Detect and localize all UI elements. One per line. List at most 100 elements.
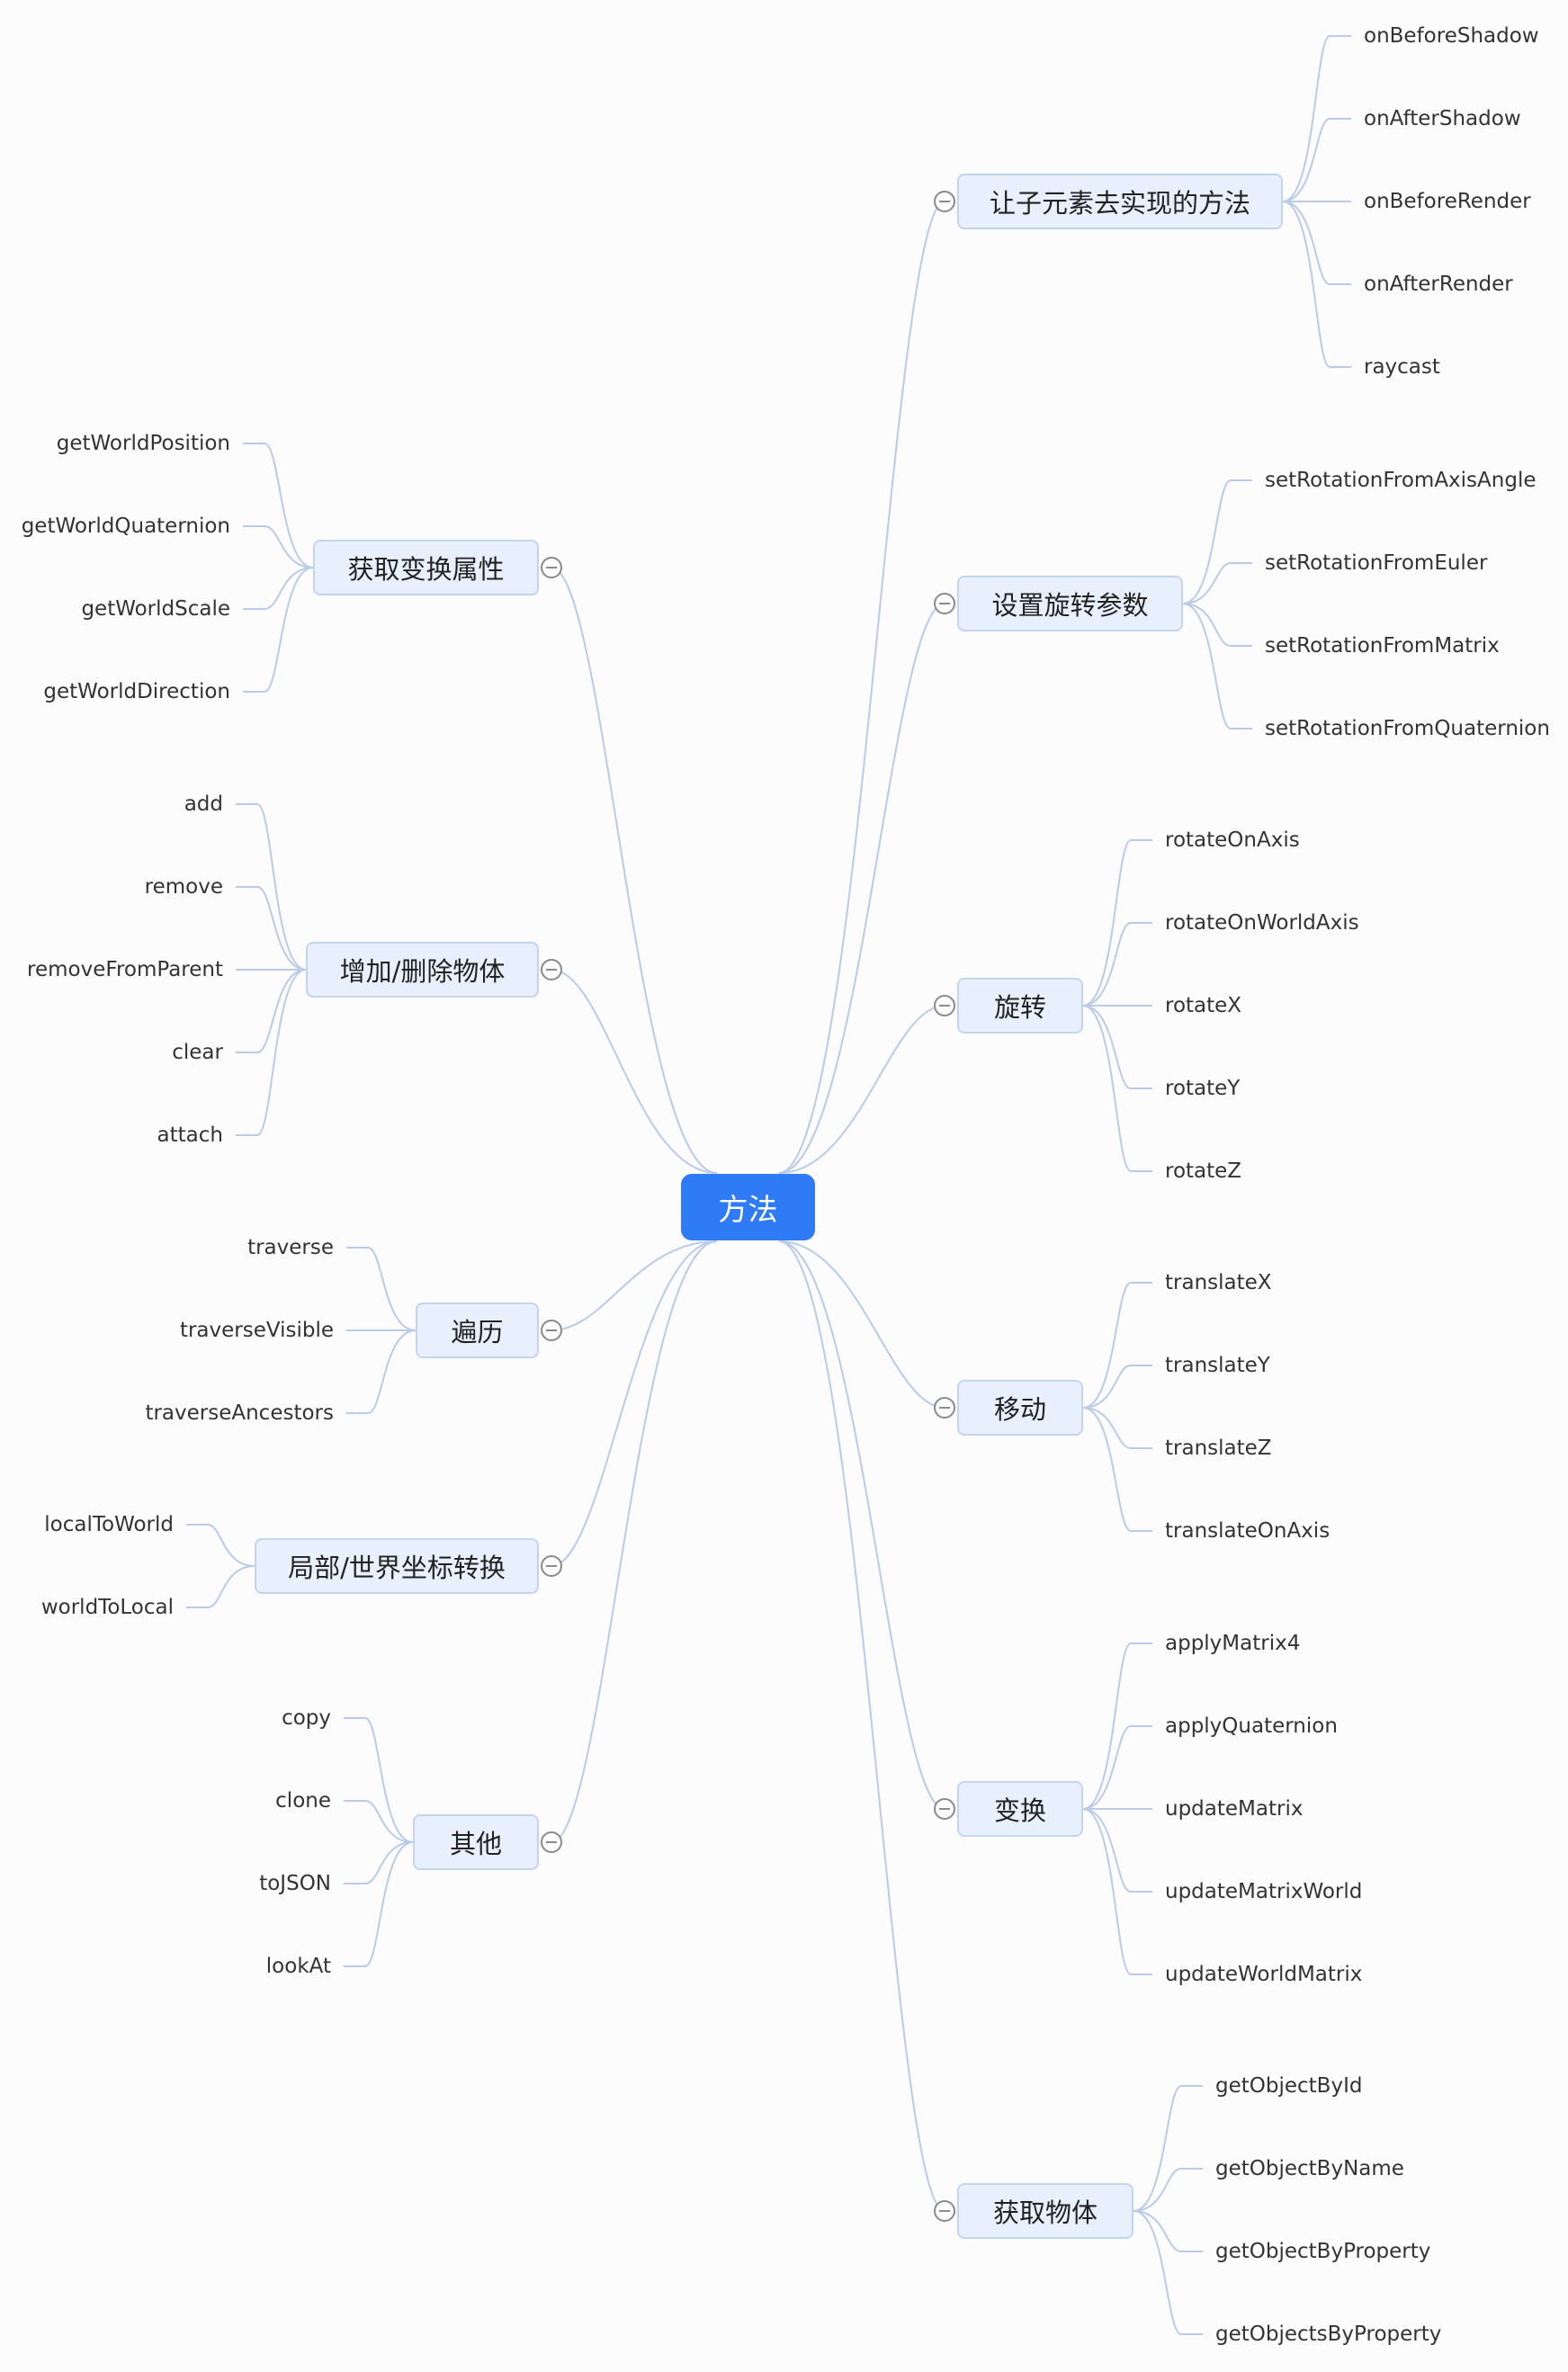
- leaf-translateonaxis[interactable]: translateOnAxis: [1165, 1519, 1331, 1543]
- branch-connector: [778, 1240, 945, 1810]
- leaf-getobjectsbyproperty[interactable]: getObjectsByProperty: [1215, 2323, 1442, 2346]
- leaf-connector: [1082, 1365, 1152, 1409]
- leaf-translatez[interactable]: translateZ: [1165, 1437, 1272, 1460]
- leaf-getobjectbyid[interactable]: getObjectById: [1215, 2074, 1363, 2098]
- leaf-connector: [1282, 35, 1351, 202]
- branch-node[interactable]: 其他: [413, 1814, 539, 1870]
- collapse-circle-icon[interactable]: [541, 1831, 562, 1853]
- leaf-applyquaternion[interactable]: applyQuaternion: [1165, 1714, 1338, 1738]
- collapse-circle-icon[interactable]: [934, 593, 955, 614]
- branch-node[interactable]: 移动: [957, 1380, 1083, 1436]
- leaf-rotateonworldaxis[interactable]: rotateOnWorldAxis: [1165, 911, 1359, 935]
- leaf-removefromparent[interactable]: removeFromParent: [27, 958, 223, 981]
- collapse-circle-icon[interactable]: [541, 1555, 562, 1577]
- leaf-clear[interactable]: clear: [172, 1041, 223, 1064]
- leaf-connector: [243, 567, 314, 610]
- leaf-traverseancestors[interactable]: traverseAncestors: [145, 1401, 334, 1425]
- leaf-connector: [344, 1717, 414, 1843]
- leaf-getworldscale[interactable]: getWorldScale: [81, 597, 230, 621]
- leaf-connector: [236, 969, 307, 1136]
- branch-node[interactable]: 遍历: [416, 1302, 539, 1358]
- leaf-connector: [1133, 2210, 1203, 2252]
- leaf-setrotationfrommatrix[interactable]: setRotationFromMatrix: [1265, 634, 1500, 658]
- leaf-getworldquaternion[interactable]: getWorldQuaternion: [21, 515, 230, 538]
- leaf-updatematrixworld[interactable]: updateMatrixWorld: [1165, 1880, 1363, 1903]
- branch-connector: [778, 201, 945, 1174]
- leaf-connector: [1082, 1725, 1152, 1810]
- leaf-traverse[interactable]: traverse: [247, 1236, 334, 1259]
- branch-connector: [551, 567, 718, 1174]
- leaf-connector: [1182, 479, 1252, 604]
- leaf-rotatey[interactable]: rotateY: [1165, 1077, 1241, 1100]
- collapse-circle-icon[interactable]: [934, 1798, 955, 1820]
- leaf-connector: [243, 567, 314, 693]
- collapse-circle-icon[interactable]: [934, 2200, 955, 2222]
- leaf-connector: [344, 1841, 414, 1884]
- leaf-worldtolocal[interactable]: worldToLocal: [40, 1596, 174, 1619]
- leaf-connector: [236, 969, 307, 1053]
- leaf-connector: [1182, 603, 1252, 730]
- branch-node[interactable]: 变换: [957, 1781, 1083, 1837]
- leaf-rotatex[interactable]: rotateX: [1165, 994, 1242, 1017]
- leaf-setrotationfromaxisangle[interactable]: setRotationFromAxisAngle: [1265, 469, 1537, 492]
- branch-connector: [551, 969, 718, 1174]
- leaf-tojson[interactable]: toJSON: [259, 1872, 331, 1895]
- leaf-onaftershadow[interactable]: onAfterShadow: [1364, 107, 1521, 130]
- branch-node[interactable]: 旋转: [957, 978, 1083, 1034]
- leaf-connector: [1082, 1642, 1152, 1810]
- branch-node[interactable]: 让子元素去实现的方法: [957, 174, 1283, 229]
- leaf-updateworldmatrix[interactable]: updateWorldMatrix: [1165, 1963, 1363, 1986]
- branch-node[interactable]: 局部/世界坐标转换: [255, 1538, 539, 1594]
- leaf-getobjectbyproperty[interactable]: getObjectByProperty: [1215, 2240, 1431, 2263]
- root-node-methods[interactable]: 方法: [681, 1174, 815, 1240]
- leaf-remove[interactable]: remove: [144, 875, 223, 899]
- leaf-setrotationfromeuler[interactable]: setRotationFromEuler: [1265, 551, 1488, 575]
- leaf-applymatrix4[interactable]: applyMatrix4: [1165, 1632, 1301, 1655]
- collapse-circle-icon[interactable]: [934, 995, 955, 1016]
- branch-connector: [551, 1240, 718, 1567]
- leaf-onbeforerender[interactable]: onBeforeRender: [1364, 190, 1531, 213]
- branch-node[interactable]: 设置旋转参数: [957, 576, 1183, 631]
- leaf-add[interactable]: add: [184, 792, 223, 816]
- leaf-traversevisible[interactable]: traverseVisible: [179, 1319, 334, 1342]
- leaf-getworlddirection[interactable]: getWorldDirection: [43, 680, 230, 703]
- leaf-rotateonaxis[interactable]: rotateOnAxis: [1165, 828, 1300, 852]
- leaf-raycast[interactable]: raycast: [1364, 355, 1440, 379]
- branch-node[interactable]: 获取变换属性: [313, 540, 539, 595]
- branch-node[interactable]: 增加/删除物体: [306, 942, 539, 998]
- leaf-connector: [1282, 118, 1351, 202]
- leaf-updatematrix[interactable]: updateMatrix: [1165, 1797, 1304, 1821]
- collapse-circle-icon[interactable]: [541, 557, 562, 578]
- leaf-lookat[interactable]: lookAt: [265, 1955, 331, 1978]
- leaf-connector: [1182, 603, 1252, 647]
- leaf-connector: [186, 1524, 255, 1567]
- leaf-connector: [1082, 1282, 1152, 1409]
- leaf-connector: [344, 1841, 414, 1967]
- leaf-connector: [346, 1247, 417, 1331]
- collapse-circle-icon[interactable]: [541, 1320, 562, 1341]
- branch-node[interactable]: 获取物体: [957, 2183, 1133, 2239]
- leaf-connector: [1133, 2210, 1203, 2335]
- leaf-localtoworld[interactable]: localToWorld: [44, 1513, 174, 1536]
- collapse-circle-icon[interactable]: [934, 191, 955, 212]
- leaf-getobjectbyname[interactable]: getObjectByName: [1215, 2157, 1404, 2180]
- leaf-rotatez[interactable]: rotateZ: [1165, 1159, 1242, 1183]
- leaf-clone[interactable]: clone: [275, 1789, 331, 1813]
- leaf-translatey[interactable]: translateY: [1165, 1354, 1270, 1377]
- leaf-connector: [243, 525, 314, 568]
- leaf-connector: [243, 443, 314, 568]
- leaf-connector: [344, 1800, 414, 1843]
- leaf-setrotationfromquaternion[interactable]: setRotationFromQuaternion: [1265, 717, 1550, 740]
- collapse-circle-icon[interactable]: [934, 1397, 955, 1419]
- leaf-onafterrender[interactable]: onAfterRender: [1364, 273, 1513, 296]
- leaf-translatex[interactable]: translateX: [1165, 1271, 1272, 1294]
- leaf-getworldposition[interactable]: getWorldPosition: [56, 432, 230, 455]
- leaf-connector: [236, 886, 307, 971]
- leaf-onbeforeshadow[interactable]: onBeforeShadow: [1364, 24, 1539, 48]
- leaf-copy[interactable]: copy: [282, 1706, 331, 1730]
- collapse-circle-icon[interactable]: [541, 959, 562, 980]
- leaf-connector: [1182, 562, 1252, 604]
- leaf-connector: [236, 803, 307, 971]
- leaf-connector: [186, 1565, 255, 1608]
- leaf-attach[interactable]: attach: [157, 1123, 223, 1147]
